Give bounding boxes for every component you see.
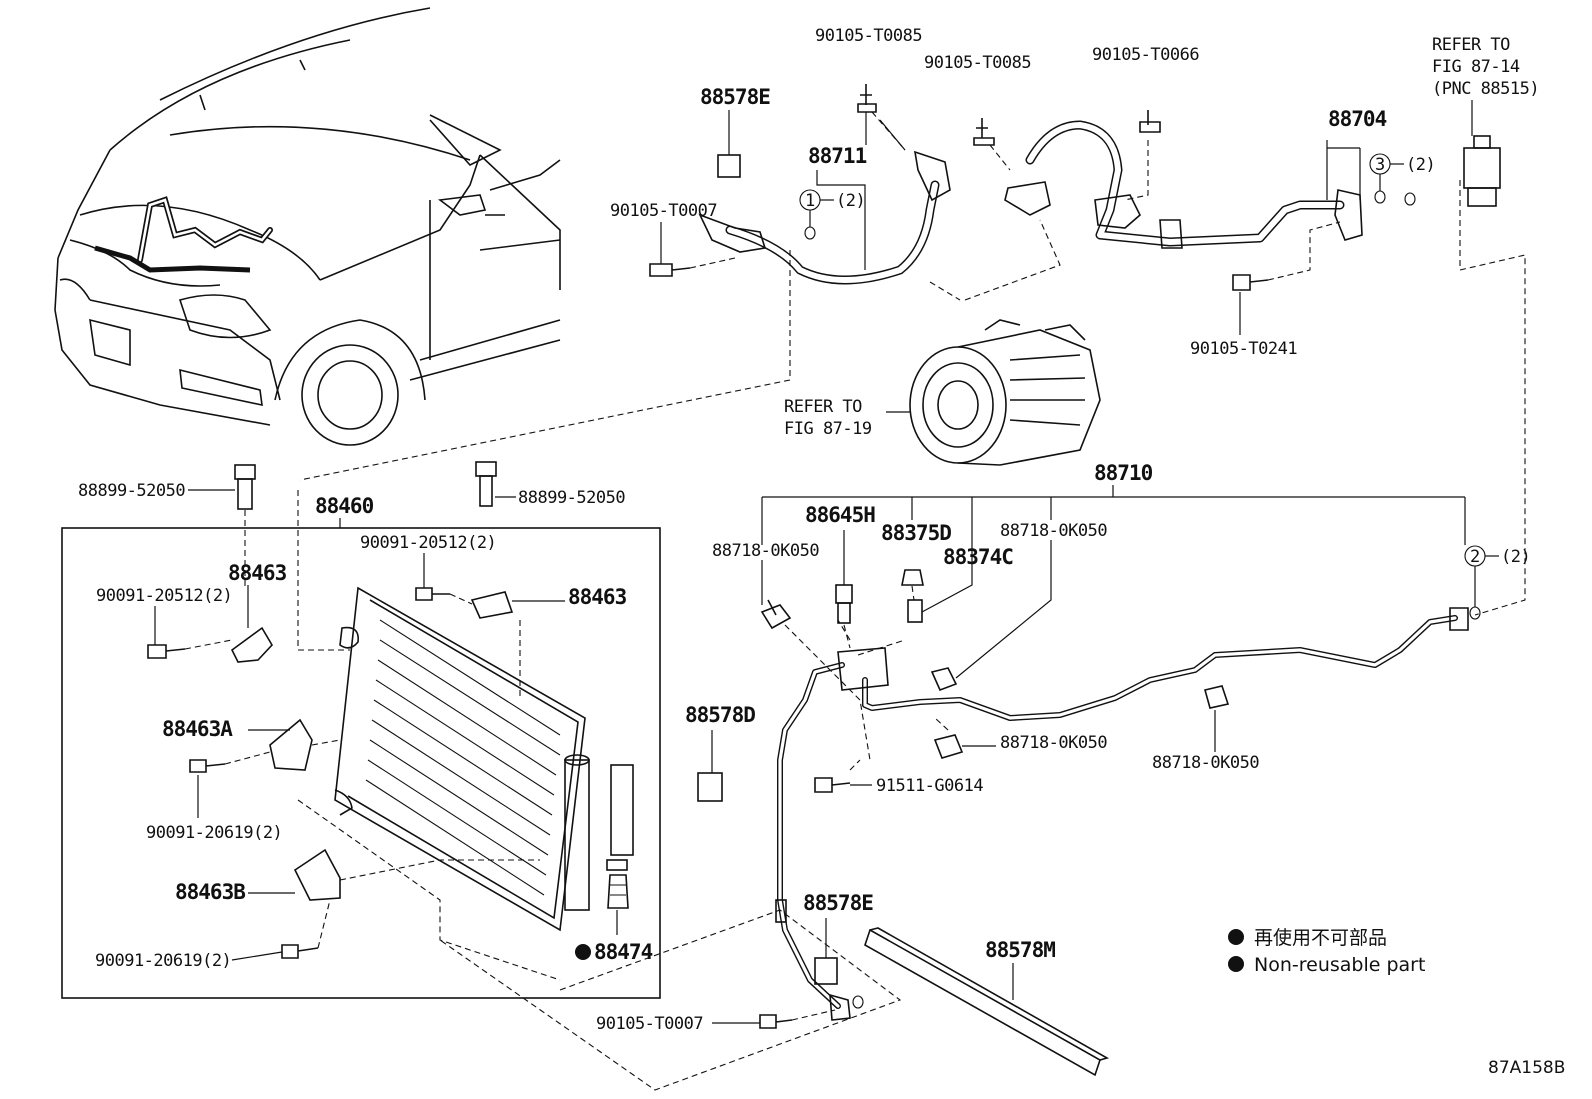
- label-refer-fig-87-14-line3: (PNC 88515): [1432, 79, 1539, 99]
- liquid-tube-88710: [775, 607, 1469, 1021]
- bolt-90105-t0085-a: [857, 84, 906, 151]
- label-90105-t0085-a: 90105-T0085: [815, 26, 922, 46]
- non-reusable-mark-icon: [1228, 929, 1244, 945]
- bracket-88463b: [231, 848, 540, 961]
- label-refer-fig-87-14-line2: FIG 87-14: [1432, 57, 1520, 77]
- label-refer-fig-87-19-line2: FIG 87-19: [784, 419, 872, 439]
- bolt-90105-t0241: [1232, 221, 1341, 335]
- non-reusable-mark-icon-2: [1228, 956, 1244, 972]
- label-90105-t0007-bottom: 90105-T0007: [596, 1014, 703, 1034]
- filter-88474: [575, 764, 634, 960]
- label-88718-0k050-d: 88718-0K050: [1152, 753, 1259, 773]
- pad-88578d: [697, 730, 723, 802]
- label-91511-g0614: 91511-G0614: [876, 776, 983, 796]
- bolt-90105-t0007-bottom: [712, 1009, 836, 1029]
- label-88578m: 88578M: [985, 938, 1055, 962]
- non-reusable-mark-88474: [575, 944, 591, 960]
- callout-3: 3 (2): [1369, 153, 1436, 204]
- vehicle-illustration: [54, 7, 561, 446]
- label-88578e-bottom: 88578E: [803, 891, 873, 915]
- label-88704: 88704: [1328, 107, 1387, 131]
- label-88463a: 88463A: [162, 717, 233, 741]
- label-90091-20512-top: 90091-20512(2): [360, 533, 496, 553]
- insulator-88578m: [864, 927, 1110, 1077]
- condenser-assembly-frame: [61, 527, 661, 999]
- bolt-90105-t0066: [1124, 110, 1161, 201]
- pad-88578e-top: [717, 110, 741, 178]
- label-88899-52050-right: 88899-52050: [518, 488, 625, 508]
- callout-3-number: 3: [1375, 155, 1385, 175]
- label-90105-t0007-top: 90105-T0007: [610, 201, 717, 221]
- label-88578d: 88578D: [685, 703, 755, 727]
- bolt-91511-g0614: [814, 759, 872, 793]
- compressor: [886, 219, 1101, 466]
- label-88718-0k050-c: 88718-0K050: [1000, 733, 1107, 753]
- valve-core-88374c: [907, 545, 973, 623]
- condenser-core: [334, 586, 590, 932]
- label-refer-fig-87-14-line1: REFER TO: [1432, 35, 1510, 55]
- callout-1-quantity: (2): [836, 191, 865, 211]
- label-90105-t0085-b: 90105-T0085: [924, 53, 1031, 73]
- clamp-88718-a: [760, 560, 871, 761]
- label-90091-20619-a: 90091-20619(2): [146, 823, 282, 843]
- label-90105-t0241: 90105-T0241: [1190, 339, 1297, 359]
- label-90105-t0066: 90105-T0066: [1092, 45, 1199, 65]
- callout-3-quantity: (2): [1406, 155, 1435, 175]
- callout-2-number: 2: [1470, 547, 1480, 567]
- bracket-88463a: [189, 718, 341, 818]
- label-90091-20619-b: 90091-20619(2): [95, 951, 231, 971]
- bolt-88899-right: [475, 461, 516, 507]
- label-88460: 88460: [315, 494, 374, 518]
- bolt-90105-t0085-b: [973, 118, 1011, 171]
- label-88718-0k050-b: 88718-0K050: [1000, 521, 1107, 541]
- legend-japanese: 再使用不可部品: [1254, 927, 1387, 949]
- label-88463-right: 88463: [568, 585, 627, 609]
- legend-english: Non-reusable part: [1254, 954, 1425, 976]
- figure-id: 87A158B: [1488, 1058, 1565, 1078]
- pressure-switch-88645h: [835, 530, 853, 649]
- label-88899-52050-left: 88899-52050: [78, 481, 185, 501]
- label-88645h: 88645H: [805, 503, 875, 527]
- label-90091-20512-left: 90091-20512(2): [96, 586, 232, 606]
- bracket-88463-right: [415, 553, 565, 700]
- bolt-90105-t0007-top: [649, 222, 736, 277]
- label-88710: 88710: [1094, 461, 1153, 485]
- callout-1-number: 1: [805, 191, 815, 211]
- label-88374c: 88374C: [943, 545, 1013, 569]
- suction-hose-88704: [1004, 120, 1363, 249]
- clamp-88718-b: [930, 540, 1052, 692]
- callout-2: 2 (2): [1464, 545, 1531, 620]
- label-88578e-top: 88578E: [700, 85, 770, 109]
- pad-88578e-bottom: [814, 918, 838, 985]
- label-88463-left: 88463: [228, 561, 287, 585]
- bolt-88899-left: [188, 464, 256, 590]
- legend: 再使用不可部品 Non-reusable part: [1228, 927, 1425, 976]
- label-88375d: 88375D: [881, 521, 951, 545]
- clamp-88718-c: [933, 717, 996, 759]
- clamp-88718-d: [1204, 685, 1230, 752]
- bracket-88463-left: [147, 585, 273, 663]
- label-88463b: 88463B: [175, 880, 245, 904]
- label-88718-0k050-a: 88718-0K050: [712, 541, 819, 561]
- expansion-valve: [1404, 100, 1501, 207]
- label-88474: 88474: [594, 940, 653, 964]
- callout-2-quantity: (2): [1501, 547, 1530, 567]
- discharge-hose-88711: [698, 112, 951, 285]
- label-refer-fig-87-19-line1: REFER TO: [784, 397, 862, 417]
- callout-1: 1 (2): [799, 189, 866, 240]
- cap-88375d: [901, 569, 924, 586]
- label-88711: 88711: [808, 144, 867, 168]
